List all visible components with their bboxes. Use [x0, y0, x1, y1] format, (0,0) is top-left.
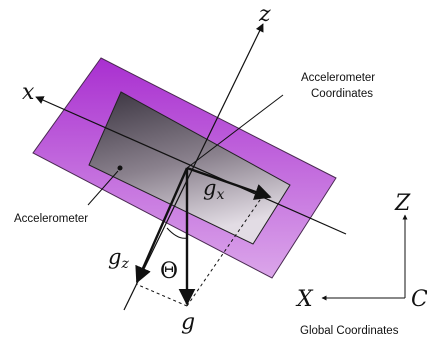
chip-pointer-line [87, 170, 119, 206]
global-x-label: X [295, 287, 314, 312]
gx-label: gx [203, 176, 224, 203]
coords-pointer-line [186, 94, 284, 169]
z-axis-line [123, 23, 264, 311]
chip-pointer-dot [117, 165, 123, 171]
accelerometer-label: Accelerometer [14, 213, 88, 225]
theta-arc [166, 227, 188, 239]
global-coords-label: Global Coordinates [300, 325, 399, 337]
x-axis-label: x [22, 80, 35, 105]
z-axis-label: z [258, 2, 271, 27]
gx-vector [186, 166, 272, 200]
gz-label-base: g [108, 245, 121, 269]
dashed-proj-gx [186, 196, 263, 307]
theta-label: Θ [160, 259, 178, 284]
gz-vector [135, 167, 189, 284]
g-label: g [181, 310, 195, 335]
gz-label-sub: z [120, 256, 129, 272]
accel-coords-label-line2: Coordinates [311, 88, 373, 100]
accel-coords-label-line1: Accelerometer [301, 72, 375, 84]
global-c-label: C [411, 287, 427, 312]
gx-label-base: g [203, 176, 216, 200]
gx-label-sub: x [216, 187, 224, 203]
dashed-proj-gz [135, 283, 188, 307]
gz-label: gz [108, 245, 129, 272]
global-z-label: Z [394, 191, 411, 216]
